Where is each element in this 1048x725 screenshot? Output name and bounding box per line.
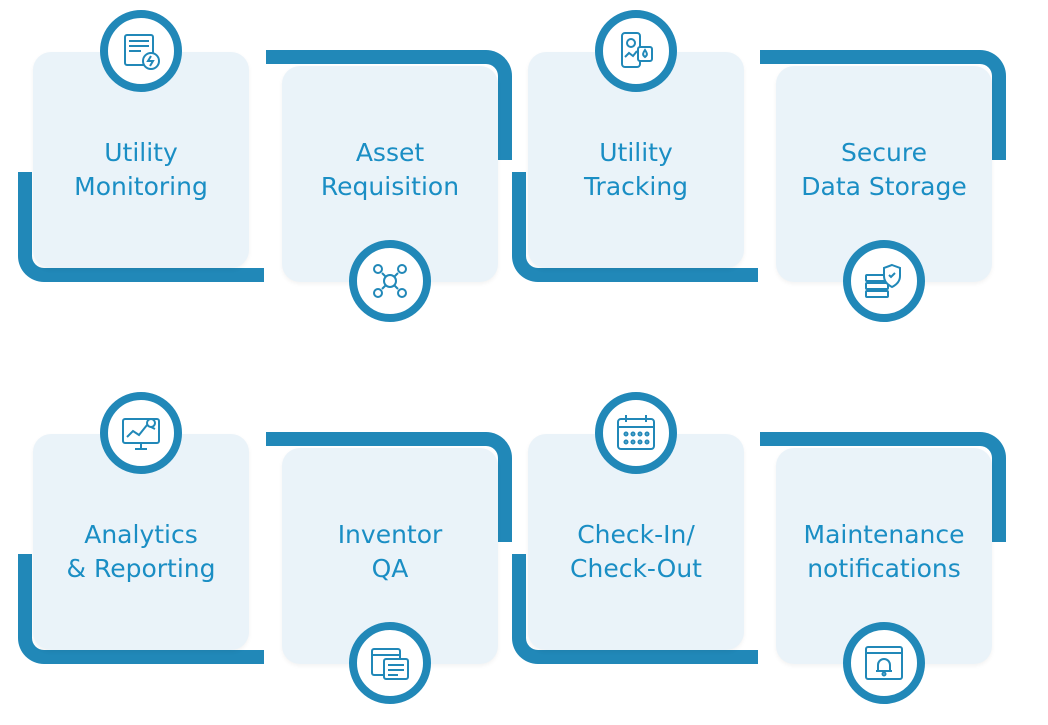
utility-bill-icon [100,10,182,92]
card-frame [18,172,264,282]
card-frame [266,432,512,542]
card-inventor-qa: Inventor QA [282,448,498,664]
card-frame [18,554,264,664]
card-frame [266,50,512,160]
card-label-line2: QA [371,554,409,583]
card-label-line1: Utility [599,138,673,167]
card-frame [760,432,1006,542]
card-label-line1: Maintenance [803,520,965,549]
card-label-line1: Inventor [337,520,443,549]
inventory-document-icon [349,622,431,704]
card-label-line1: Analytics [84,520,198,549]
card-label-line1: Secure [841,138,927,167]
secure-server-icon [843,240,925,322]
card-frame [512,172,758,282]
card-frame [760,50,1006,160]
card-label-line2: Data Storage [801,172,967,201]
calendar-icon [595,392,677,474]
card-label-line1: Asset [355,138,425,167]
card-frame [512,554,758,664]
card-label-line2: Tracking [583,172,689,201]
card-label-line2: Check-Out [570,554,702,583]
card-label-line1: Utility [104,138,178,167]
card-label-line1: Check-In/ [577,520,695,549]
card-label-line2: notifications [807,554,961,583]
card-label-line2: Monitoring [74,172,208,201]
analytics-monitor-icon [100,392,182,474]
mobile-tracking-icon [595,10,677,92]
asset-network-icon [349,240,431,322]
card-label-line2: Requisition [320,172,460,201]
card-label-line2: & Reporting [66,554,216,583]
notification-bell-icon [843,622,925,704]
